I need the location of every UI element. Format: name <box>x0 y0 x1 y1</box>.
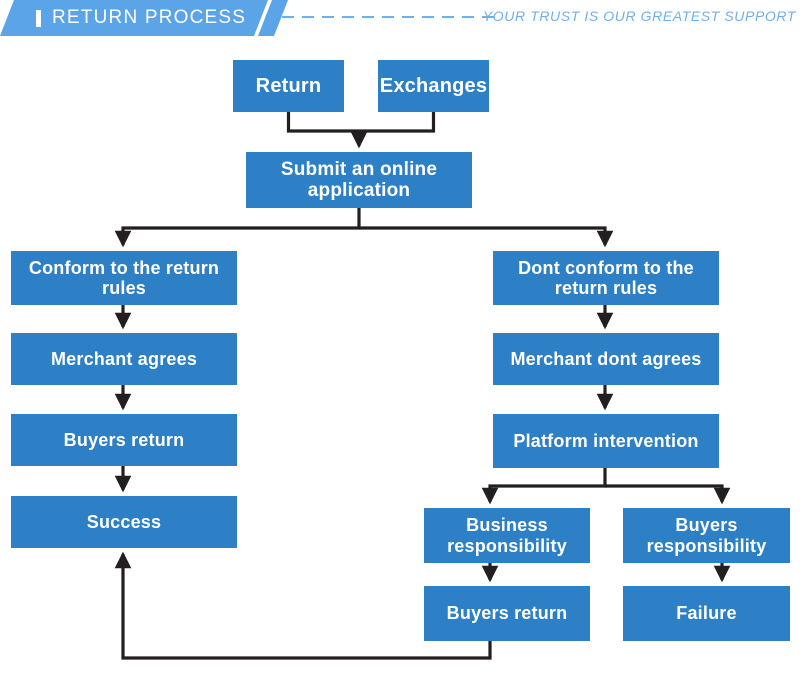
node-buyers-return-bottom[interactable]: Buyers return <box>424 586 590 641</box>
page-title: RETURN PROCESS <box>52 7 247 28</box>
edge-submit-to-conform <box>114 208 361 248</box>
edge-submit-to-dont-conform <box>359 226 614 248</box>
node-exchanges[interactable]: Exchanges <box>378 60 489 112</box>
node-submit-application[interactable]: Submit an online application <box>246 152 472 208</box>
vertical-bar-icon <box>36 10 41 27</box>
node-success[interactable]: Success <box>11 496 237 548</box>
header-tagline: YOUR TRUST IS OUR GREATEST SUPPORT <box>482 8 796 24</box>
node-merchant-agrees[interactable]: Merchant agrees <box>11 333 237 385</box>
node-buyers-responsibility[interactable]: Buyers responsibility <box>623 508 790 563</box>
node-dont-conform-to-return-rules[interactable]: Dont conform to the return rules <box>493 251 719 305</box>
dashed-rule-divider <box>282 16 500 18</box>
node-failure[interactable]: Failure <box>623 586 790 641</box>
node-buyers-return-left[interactable]: Buyers return <box>11 414 237 466</box>
edge-platform-to-business <box>481 468 607 505</box>
edge-platform-to-buyers-resp <box>605 484 731 505</box>
node-business-responsibility[interactable]: Business responsibility <box>424 508 590 563</box>
page-header: RETURN PROCESS YOUR TRUST IS OUR GREATES… <box>0 0 800 36</box>
edge-return-exchanges-merge <box>286 112 436 133</box>
node-merchant-dont-agrees[interactable]: Merchant dont agrees <box>493 333 719 385</box>
header-banner <box>0 0 268 36</box>
node-conform-to-return-rules[interactable]: Conform to the return rules <box>11 251 237 305</box>
node-platform-intervention[interactable]: Platform intervention <box>493 414 719 468</box>
node-return[interactable]: Return <box>233 60 344 112</box>
